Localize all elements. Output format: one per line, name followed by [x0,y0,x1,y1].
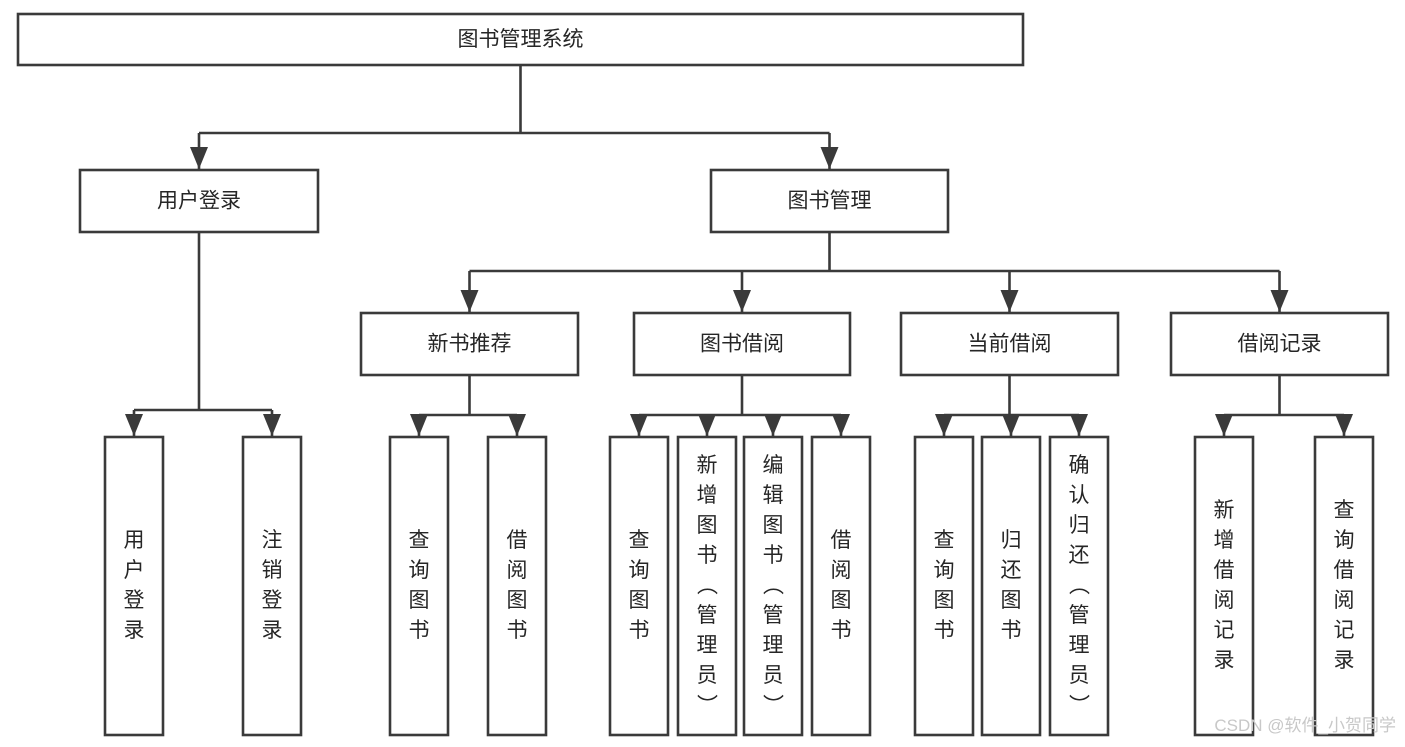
node-box-rect [810,435,872,737]
node-label: 查询借阅记录 [1334,499,1355,672]
node-leaf-注销登录-1[interactable]: 注销登录 [241,435,303,737]
node-label: 图书借阅 [700,333,784,356]
node-l3-当前借阅-2[interactable]: 当前借阅 [899,311,1120,377]
node-label: 图书管理 [788,190,872,213]
node-label: 借阅记录 [1238,333,1322,356]
watermark-label: CSDN @软件_小贺同学 [1214,716,1396,735]
node-label: 查询图书 [629,529,650,642]
node-leaf-查询图书-4[interactable]: 查询图书 [608,435,670,737]
node-label: 归还图书 [1001,529,1022,642]
node-leaf-借阅图书-3[interactable]: 借阅图书 [486,435,548,737]
node-box-rect [388,435,450,737]
node-box-rect [608,435,670,737]
node-leaf-用户登录-0[interactable]: 用户登录 [103,435,165,737]
node-box-rect [78,168,320,234]
arrow-head-icon [820,147,839,169]
node-label: 图书管理系统 [458,28,584,51]
node-box-rect [359,311,580,377]
node-leaf-编辑图书管理员-6[interactable]: 编辑图书（管理员） [742,435,804,737]
arrow-head-icon [125,414,143,436]
node-label: 用户登录 [157,190,241,213]
arrow-head-icon [1335,414,1353,436]
node-box-rect [103,435,165,737]
arrow-head-icon [190,147,208,169]
node-l2-图书管理-1[interactable]: 图书管理 [709,168,950,234]
node-l2-用户登录-0[interactable]: 用户登录 [78,168,320,234]
node-leaf-查询借阅记录-12[interactable]: 查询借阅记录 [1313,435,1375,737]
arrow-head-icon [263,414,281,436]
node-box-rect [632,311,852,377]
node-label: 新增图书（管理员） [697,454,719,717]
node-leaf-查询图书-8[interactable]: 查询图书 [913,435,975,737]
node-leaf-新增图书管理员-5[interactable]: 新增图书（管理员） [676,435,738,737]
node-box-rect [1169,311,1390,377]
node-label: 编辑图书（管理员） [763,454,785,717]
node-label: 注销登录 [262,529,283,642]
arrow-head-icon [733,290,751,312]
node-box-rect [1193,435,1255,737]
node-box-rect [980,435,1042,737]
arrow-head-icon [460,290,479,312]
arrow-head-icon [508,414,526,436]
arrow-head-icon [1002,414,1020,436]
node-leaf-借阅图书-7[interactable]: 借阅图书 [810,435,872,737]
arrow-head-icon [832,414,850,436]
node-box-rect [16,12,1025,67]
node-label: 借阅图书 [507,529,528,642]
arrow-head-icon [698,414,716,436]
arrow-head-icon [410,414,428,436]
node-label: 当前借阅 [968,333,1052,356]
node-box-rect [709,168,950,234]
arrow-head-icon [935,414,953,436]
node-leaf-新增借阅记录-11[interactable]: 新增借阅记录 [1193,435,1255,737]
node-label: 新书推荐 [428,333,512,356]
node-box-rect [486,435,548,737]
node-label: 借阅图书 [831,529,852,642]
connector-layer [125,65,1353,436]
node-label: 查询图书 [409,529,430,642]
arrow-head-icon [1215,414,1233,436]
node-root-图书管理系统-0[interactable]: 图书管理系统 [16,12,1025,67]
node-label: 新增借阅记录 [1214,499,1235,672]
arrow-head-icon [1070,414,1088,436]
node-label: 查询图书 [934,529,955,642]
arrow-head-icon [630,414,648,436]
node-layer: 图书管理系统用户登录图书管理新书推荐图书借阅当前借阅借阅记录用户登录注销登录查询… [16,12,1390,737]
node-box-rect [913,435,975,737]
node-leaf-归还图书-9[interactable]: 归还图书 [980,435,1042,737]
arrow-head-icon [764,414,782,436]
node-l3-新书推荐-0[interactable]: 新书推荐 [359,311,580,377]
node-box-rect [1048,435,1110,737]
node-label: 确认归还（管理员） [1069,454,1091,717]
node-box-rect [742,435,804,737]
node-box-rect [241,435,303,737]
node-l3-图书借阅-1[interactable]: 图书借阅 [632,311,852,377]
node-label: 用户登录 [124,529,145,642]
arrow-head-icon [1000,290,1019,312]
arrow-head-icon [1270,290,1289,312]
node-leaf-确认归还管理员-10[interactable]: 确认归还（管理员） [1048,435,1110,737]
node-l3-借阅记录-3[interactable]: 借阅记录 [1169,311,1390,377]
node-box-rect [1313,435,1375,737]
node-box-rect [899,311,1120,377]
node-leaf-查询图书-2[interactable]: 查询图书 [388,435,450,737]
node-box-rect [676,435,738,737]
